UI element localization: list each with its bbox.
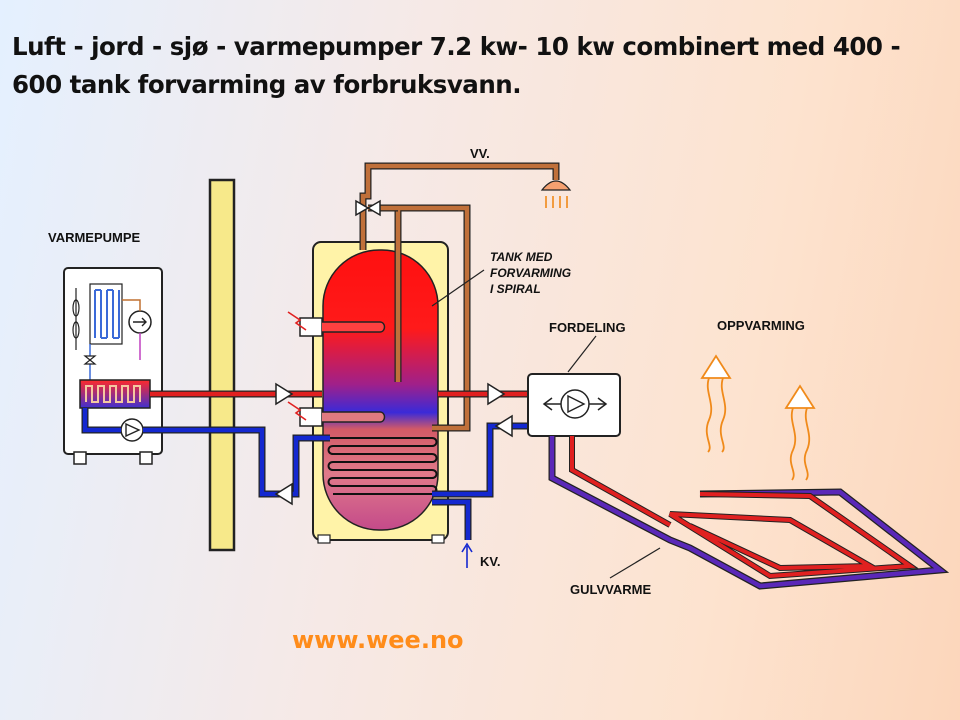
circulation-pump-icon: [120, 418, 144, 442]
distribution-unit: [527, 373, 621, 437]
distribution-leader-line: [567, 335, 597, 373]
hot-water-pipe: [359, 162, 560, 432]
label-cold-water: KV.: [480, 554, 500, 569]
wall: [208, 178, 236, 552]
mixing-valve-icon: [355, 199, 381, 217]
tank-spiral-coil: [325, 437, 438, 495]
label-tank-line1: TANK MED: [490, 250, 553, 264]
label-distribution: FORDELING: [549, 320, 626, 335]
label-floor-heating: GULVVARME: [570, 582, 651, 597]
label-heating: OPPVARMING: [717, 318, 805, 333]
tank-leader-line: [431, 269, 485, 307]
website-link[interactable]: www.wee.no: [292, 626, 464, 654]
cold-water-inlet-arrow-icon: [461, 542, 473, 568]
heat-rising-arrow-left: [700, 354, 732, 453]
label-tank-line2: FORVARMING: [490, 266, 571, 280]
heating-element-upper: [287, 311, 386, 337]
fan-icon: [72, 288, 80, 350]
label-hot-water: VV.: [470, 146, 490, 161]
label-tank-line3: I SPIRAL: [490, 282, 541, 296]
heat-rising-arrow-right: [784, 384, 816, 481]
shower-head-icon: [540, 180, 572, 208]
heating-element-lower: [287, 401, 386, 427]
compressor-icon: [128, 310, 152, 334]
heat-pump-unit: [63, 267, 163, 465]
floor-heating-leader-line: [609, 547, 661, 579]
label-heat-pump: VARMEPUMPE: [48, 230, 141, 245]
floor-heating-loops: [548, 436, 950, 590]
page-title: Luft - jord - sjø - varmepumper 7.2 kw- …: [12, 32, 901, 99]
flow-arrows: [274, 382, 513, 506]
